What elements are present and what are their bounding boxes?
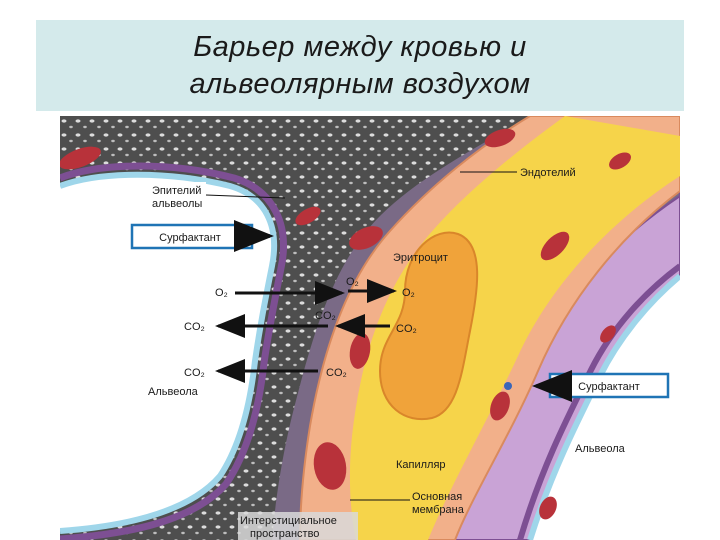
o2-label-left: O₂ (215, 287, 228, 299)
erythrocyte (378, 231, 479, 421)
surfactant-right-label: Сурфактант (578, 381, 640, 393)
epithelium-pointer (205, 194, 286, 199)
right-granule (504, 382, 512, 390)
basement-membrane-label-line1: Основная (412, 491, 462, 503)
erythrocyte-label: Эритроцит (393, 252, 448, 264)
alveolus-left-label-bg (146, 384, 206, 398)
capillary-label: Капилляр (396, 459, 446, 471)
right-alveolus-space (530, 276, 680, 540)
left-alveolus-space (60, 174, 275, 531)
co2-1-label-mid: CO₂ (315, 310, 336, 322)
co2-1-label-left: CO₂ (184, 321, 205, 333)
interstitial-label-line1: Интерстициальное (240, 515, 337, 527)
left-surfactant-lining (60, 171, 278, 534)
co2-2-label-left: CO₂ (184, 367, 205, 379)
title-line-2: альвеолярным воздухом (189, 67, 531, 100)
interstitial-label-bg (238, 512, 358, 540)
o2-label-mid: O₂ (346, 276, 359, 288)
co2-1-label-right: CO₂ (396, 323, 417, 335)
surfactant-left-label: Сурфактант (159, 232, 221, 244)
endothelium-label: Эндотелий (520, 167, 576, 179)
o2-label-right: O₂ (402, 287, 415, 299)
cell-nuclei (60, 128, 631, 520)
interstitial-label-line2: пространство (250, 528, 319, 540)
title-line-1: Барьер между кровью и (193, 30, 527, 63)
alveolus-right-label: Альвеола (575, 443, 626, 455)
air-blood-barrier-diagram: Сурфактант Сурфактант Эпителий альвеолы … (60, 116, 680, 540)
title-band: Барьер между кровью и альвеолярным возду… (36, 20, 684, 111)
basement-membrane-label-line2: мембрана (412, 504, 465, 516)
epithelium-label-line1: Эпителий (152, 185, 201, 197)
left-epithelium-outline (60, 162, 287, 540)
epithelium-label-bg (148, 182, 206, 210)
co2-2-label-right: CO₂ (326, 367, 347, 379)
capillary-lumen (349, 116, 680, 540)
alveolus-left-label: Альвеола (148, 386, 199, 398)
epithelium-label-line2: альвеолы (152, 198, 202, 210)
right-epithelium-outline (517, 263, 680, 540)
